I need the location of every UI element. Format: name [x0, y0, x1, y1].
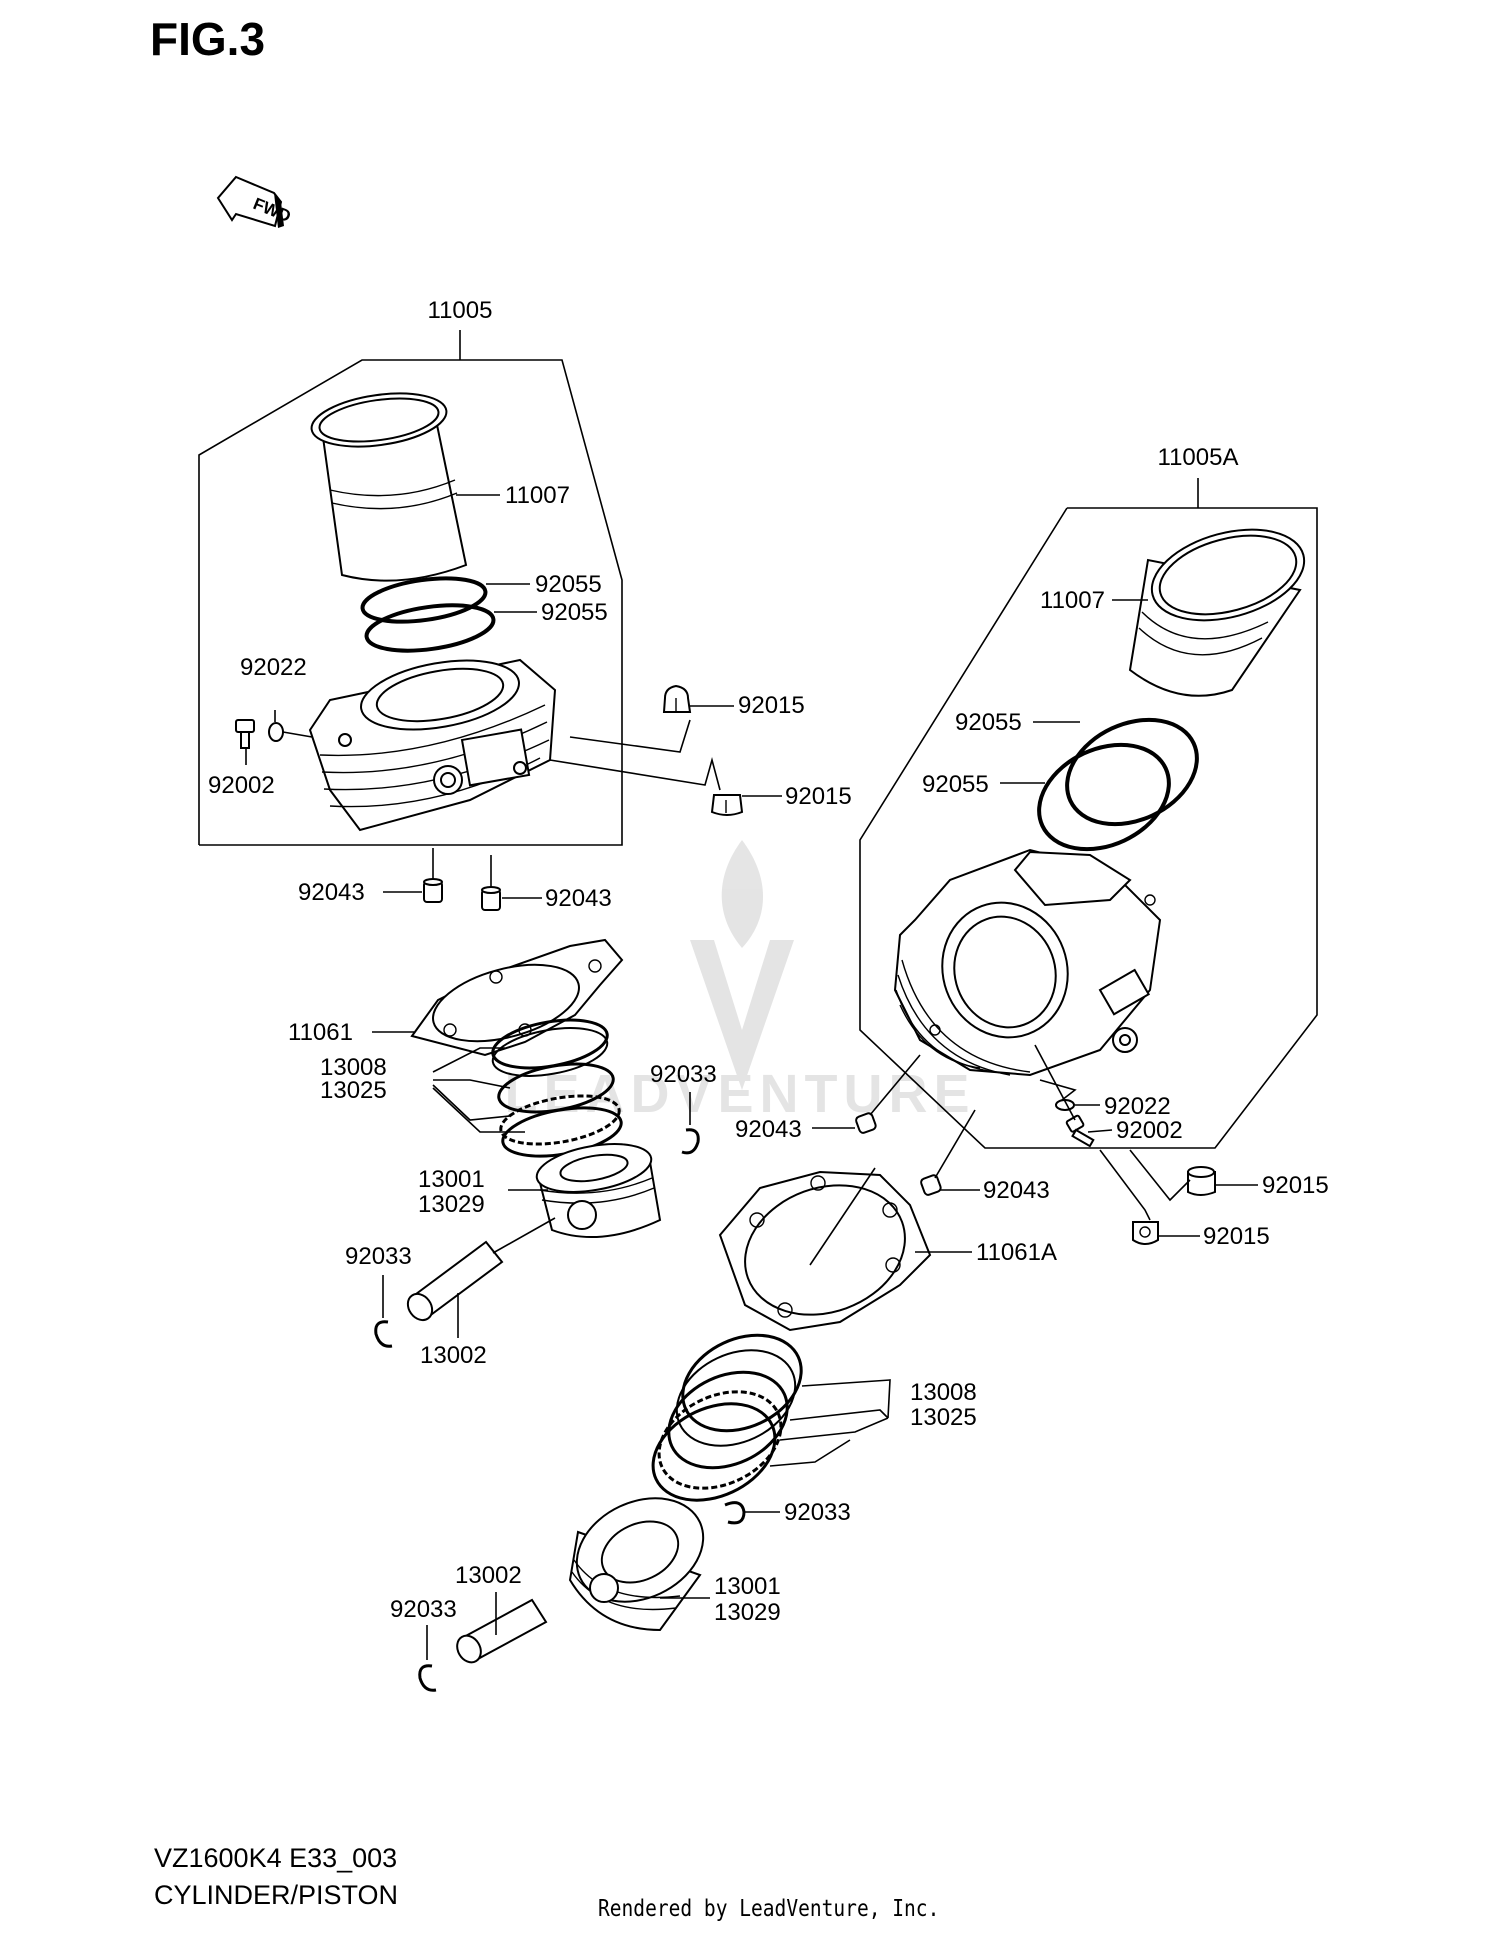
piston-pin-rear [456, 1598, 548, 1664]
figure-title: FIG.3 [150, 13, 266, 65]
label-11007-rear: 11007 [1040, 587, 1105, 614]
label-92055-rear-2: 92055 [922, 771, 989, 798]
label-92033-rear-1: 92033 [784, 1499, 851, 1526]
piston-rings-rear [651, 1333, 803, 1502]
front-cylinder-bracket [198, 359, 623, 846]
cylinder-block-front [308, 658, 557, 832]
label-92002-rear: 92002 [1116, 1117, 1183, 1144]
label-92043-rear-1: 92043 [735, 1116, 802, 1143]
rear-cylinder-group [418, 478, 1318, 1692]
cylinder-sleeve-front [310, 392, 468, 582]
part-number-labels: 11005 11007 92055 92055 92022 92002 9201… [208, 297, 1329, 1626]
watermark-text: LEADVENTURE [504, 1064, 975, 1124]
dowel-rear-left [855, 1112, 877, 1134]
label-13001-front: 13001 [418, 1166, 485, 1193]
o-ring-rear-lower [1037, 742, 1171, 852]
label-92015-rear-2: 92015 [1203, 1223, 1270, 1250]
label-11061: 11061 [288, 1019, 353, 1046]
label-11005A: 11005A [1158, 444, 1239, 471]
label-92015-rear-1: 92015 [1262, 1172, 1329, 1199]
piston-rear [568, 1497, 705, 1632]
label-92015-front-2: 92015 [785, 783, 852, 810]
o-ring-front-upper [360, 576, 488, 624]
label-11061A: 11061A [976, 1239, 1057, 1266]
piston-rings-front [491, 1018, 623, 1158]
rear-cylinder-bracket [859, 507, 1318, 1149]
label-92022-rear: 92022 [1104, 1093, 1171, 1120]
piston-front [535, 1143, 662, 1239]
front-cylinder-group [198, 330, 782, 1348]
label-92022-front: 92022 [240, 654, 307, 681]
washer-front-92022 [268, 722, 284, 742]
label-13029-front: 13029 [418, 1191, 485, 1218]
circlip-rear-upper [724, 1501, 746, 1525]
circlip-front-lower [374, 1320, 393, 1348]
cap-nut-front-upper [662, 684, 692, 713]
cap-nut-rear-upper [1187, 1166, 1216, 1196]
label-92043-rear-2: 92043 [983, 1177, 1050, 1204]
label-13029-rear: 13029 [714, 1599, 781, 1626]
bolt-rear-92002 [1065, 1114, 1095, 1148]
label-13001-rear: 13001 [714, 1573, 781, 1600]
flange-nut-rear-lower [1132, 1221, 1159, 1245]
render-credit: Rendered by LeadVenture, Inc. [598, 1896, 940, 1922]
label-13025-rear: 13025 [910, 1404, 977, 1431]
label-13025-front: 13025 [320, 1077, 387, 1104]
label-92043-front-1: 92043 [298, 879, 365, 906]
label-11007-front: 11007 [505, 482, 570, 509]
dowel-rear-right [920, 1174, 942, 1196]
label-92002-front: 92002 [208, 772, 275, 799]
label-92055-rear-1: 92055 [955, 709, 1022, 736]
section-name: CYLINDER/PISTON [154, 1880, 399, 1910]
dowel-front-right [481, 886, 501, 911]
circlip-front-upper [681, 1128, 700, 1155]
bolt-front-92002 [235, 719, 255, 749]
label-92033-rear-2: 92033 [390, 1596, 457, 1623]
label-13008-rear: 13008 [910, 1379, 977, 1406]
cylinder-block-rear [893, 848, 1162, 1077]
o-ring-front-lower [364, 603, 496, 653]
o-ring-rear-upper [1065, 717, 1199, 827]
leadventure-watermark: LEADVENTURE [504, 840, 975, 1124]
cylinder-sleeve-rear [1128, 528, 1306, 697]
circlip-rear-lower [418, 1664, 437, 1692]
label-13008-front: 13008 [320, 1054, 387, 1081]
base-gasket-rear [718, 1170, 932, 1332]
piston-pin-front [406, 1240, 504, 1322]
label-92015-front-1: 92015 [738, 692, 805, 719]
label-13002-front: 13002 [420, 1342, 487, 1369]
fwd-arrow-icon: FWD [216, 175, 294, 228]
label-92055-front-2: 92055 [541, 599, 608, 626]
model-code: VZ1600K4 E33_003 [154, 1843, 398, 1873]
label-92055-front-1: 92055 [535, 571, 602, 598]
label-92033-front-2: 92033 [345, 1243, 412, 1270]
dowel-front-left [423, 878, 443, 903]
flange-nut-front-lower [710, 794, 744, 816]
label-13002-rear: 13002 [455, 1562, 522, 1589]
label-92033-front-1: 92033 [650, 1061, 717, 1088]
label-11005: 11005 [428, 297, 493, 324]
label-92043-front-2: 92043 [545, 885, 612, 912]
